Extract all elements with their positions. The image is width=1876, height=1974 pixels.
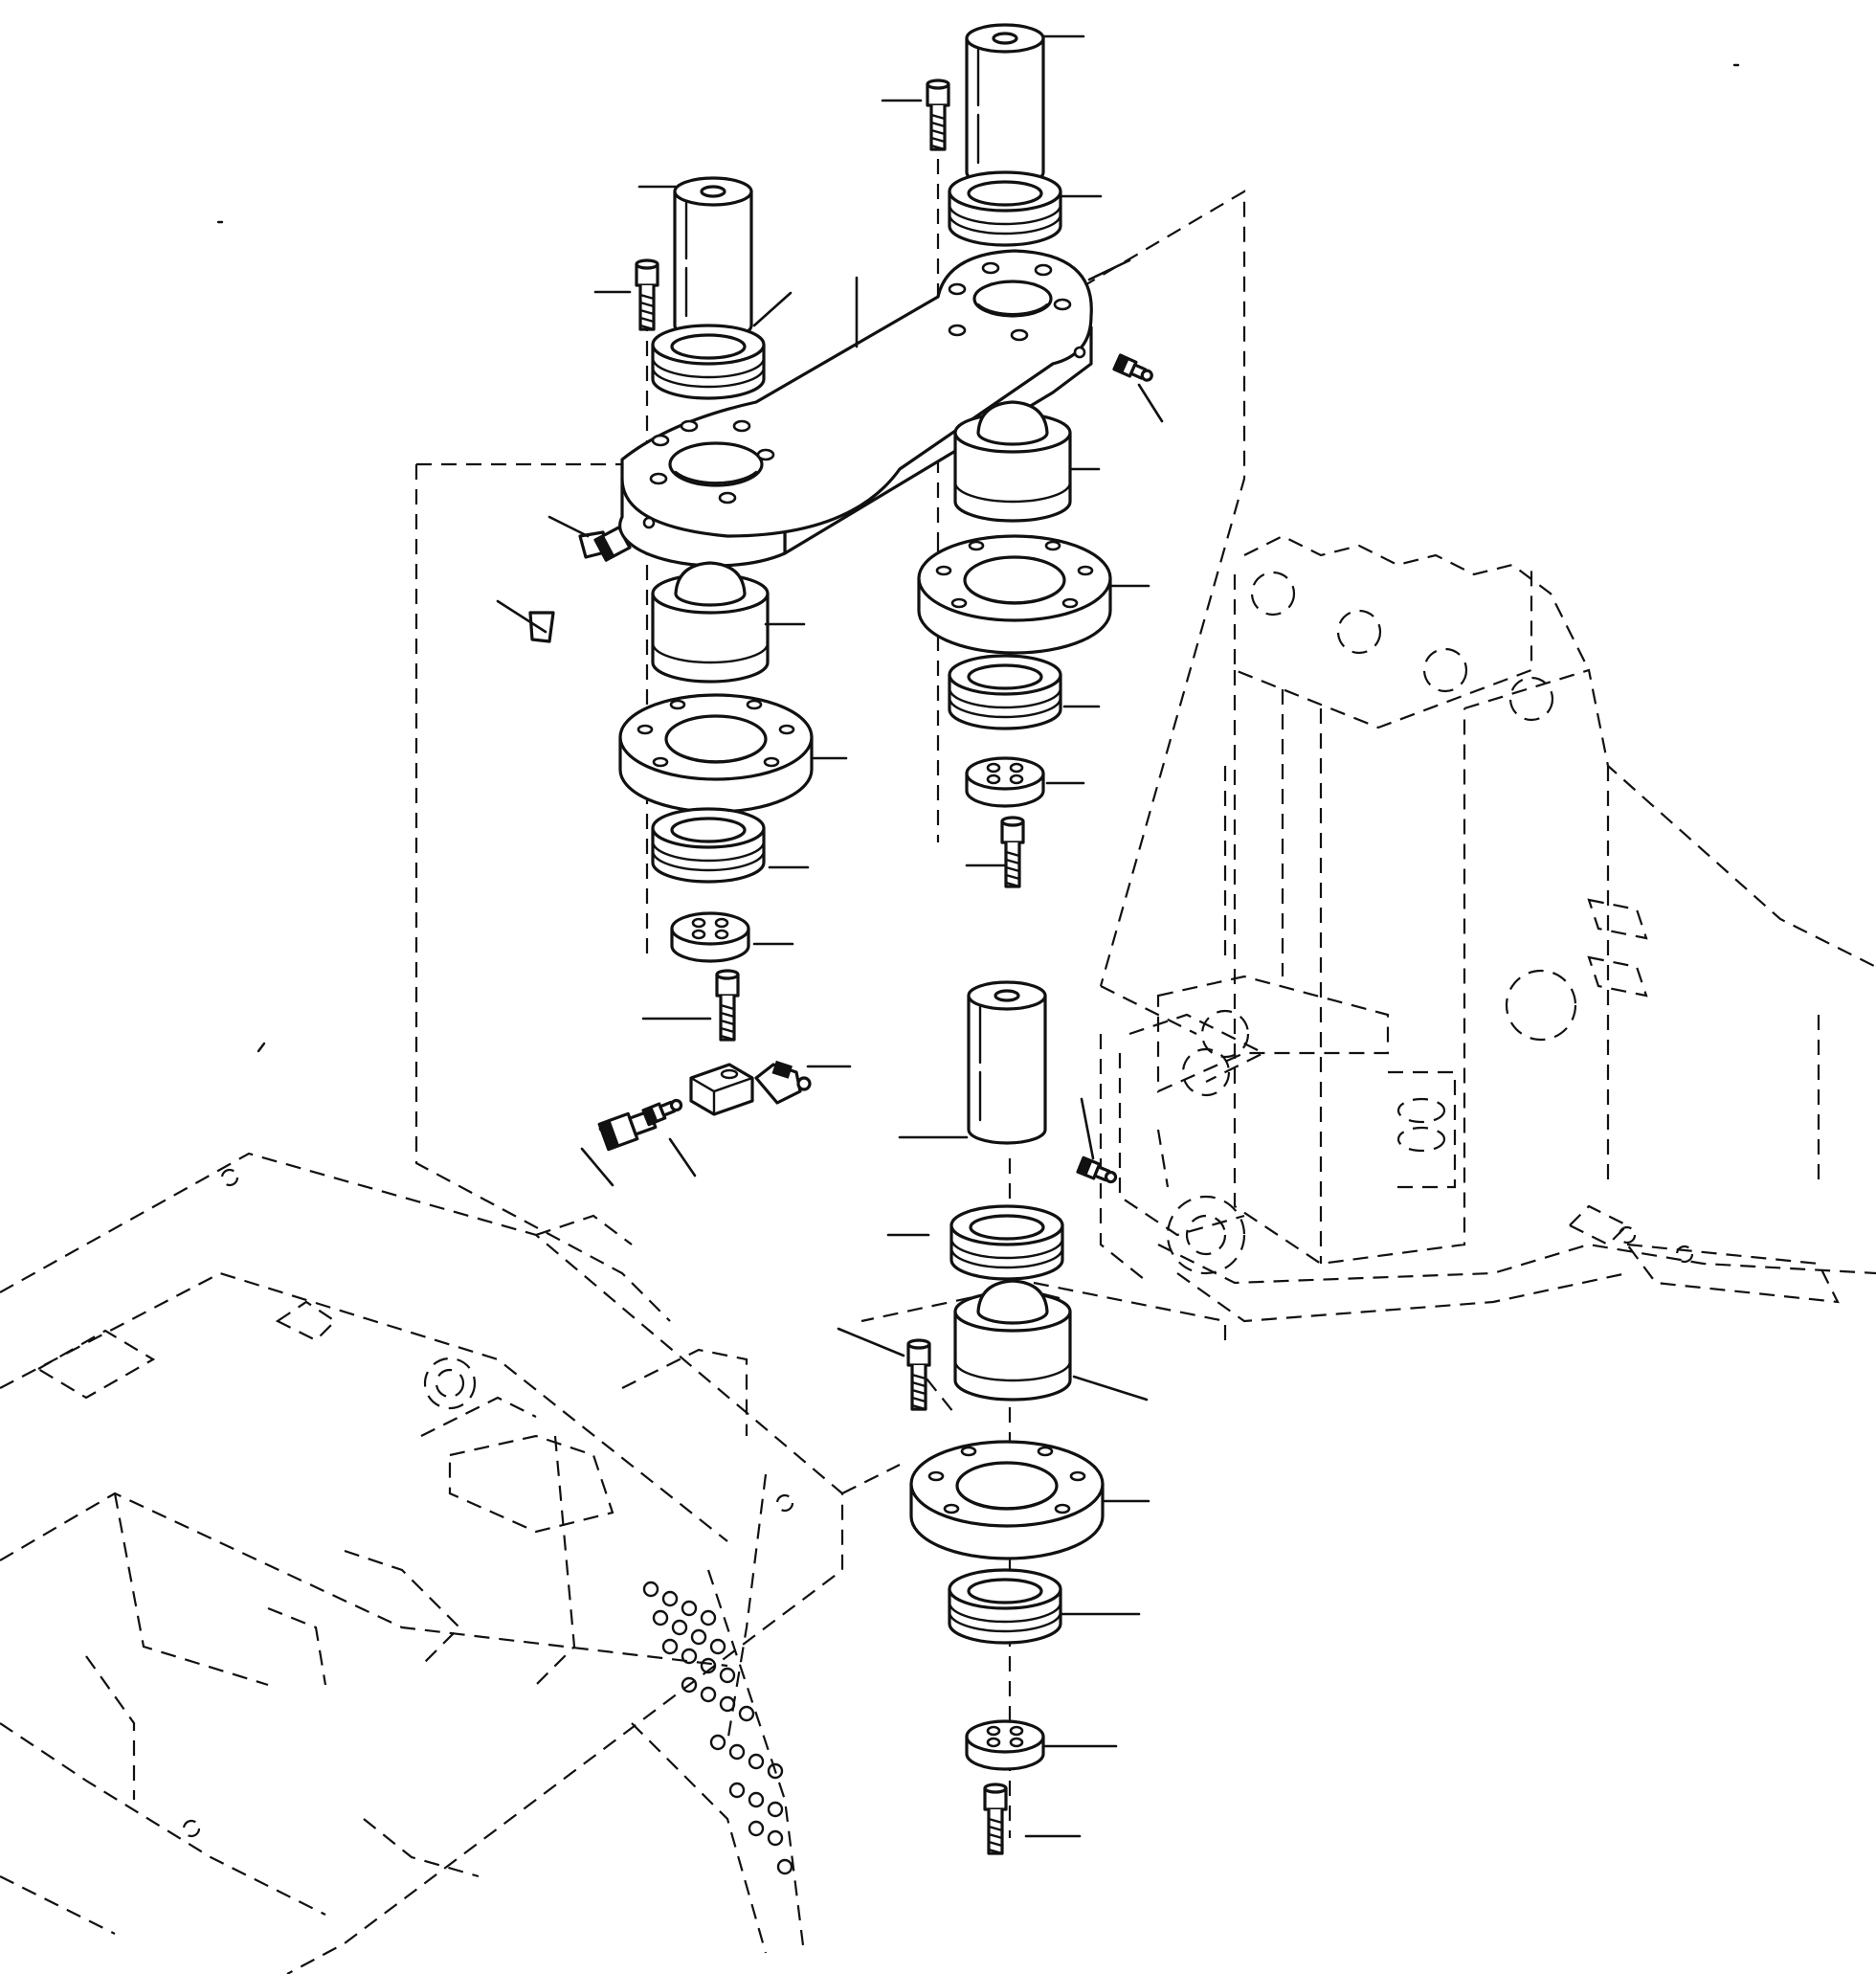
- pin-upper-right: [965, 23, 1045, 188]
- elbow-fitting: [754, 1060, 812, 1105]
- seal-ring-upper-left: [651, 324, 766, 400]
- bearing-housing-upper-right: [917, 534, 1112, 655]
- grease-line-hose: [522, 530, 611, 1152]
- hose-fitting-lower: [597, 1109, 658, 1152]
- retainer-plate-upper-right: [965, 756, 1045, 808]
- lower-frame-outline: [0, 1152, 901, 1974]
- cap-screw-lower-left: [715, 969, 740, 1042]
- bearing-housing-left: [618, 693, 814, 814]
- cap-screw-upper-left: [635, 258, 659, 331]
- seal-ring-lower-right-top: [949, 1204, 1064, 1281]
- cap-screw-bottom-right: [983, 1783, 1008, 1855]
- seal-ring-lower-left: [651, 807, 766, 884]
- seal-ring-upper-right: [948, 170, 1062, 247]
- pin-upper-left: [673, 176, 753, 341]
- pin-lower-right: [967, 980, 1047, 1145]
- swing-link-arm: [618, 249, 1093, 568]
- grease-nipple-lower-hose: [641, 1094, 685, 1127]
- seal-ring-lower-right-bottom: [948, 1568, 1062, 1645]
- cap-screw-lower-right-housing: [906, 1338, 931, 1411]
- spherical-bearing-upper-right: [953, 400, 1072, 523]
- cap-screw-upper-right: [926, 79, 950, 151]
- grease-nipple-link-arm: [1112, 353, 1156, 387]
- retainer-plate-left: [670, 911, 750, 963]
- bearing-housing-lower-right: [909, 1440, 1105, 1560]
- lower-frame-rivet-holes: [642, 1581, 793, 1875]
- stray-marks: [216, 63, 1740, 1053]
- spherical-bearing-lower-right: [953, 1279, 1072, 1402]
- spherical-bearing-left: [651, 561, 770, 684]
- cap-screw-mid-right: [1000, 816, 1025, 888]
- retainer-plate-lower-right: [965, 1719, 1045, 1771]
- reference-leader-lines: [496, 34, 1164, 1838]
- assembly-guide-dashes: [414, 190, 1246, 1340]
- right-frame-outline: [1099, 534, 1876, 1323]
- grease-nipple-frame: [1076, 1155, 1120, 1188]
- seal-ring-mid-right: [948, 654, 1062, 730]
- adapter-block: [689, 1063, 754, 1116]
